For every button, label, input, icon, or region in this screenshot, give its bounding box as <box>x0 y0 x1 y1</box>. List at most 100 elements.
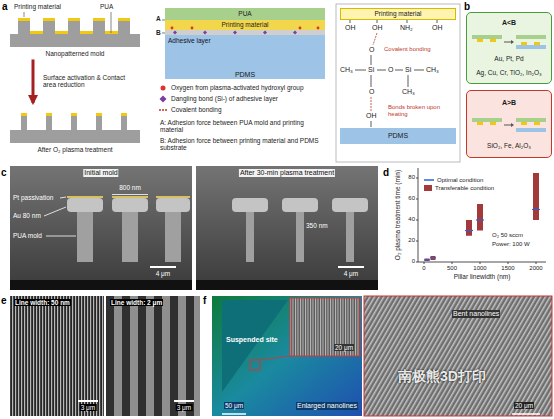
mold-drawing <box>118 18 130 21</box>
figure-label: Bonds broken upon heating <box>388 104 454 118</box>
figure-label: 50 μm <box>224 402 244 409</box>
sem-image <box>112 196 148 198</box>
figure-label: A <box>156 15 161 22</box>
sem-image <box>60 197 66 198</box>
legend-text: Covalent bonding <box>171 106 222 113</box>
treated-mold-drawing <box>46 113 52 116</box>
chart-axes <box>416 199 418 200</box>
chart-axes <box>418 262 546 263</box>
figure-label: After 30-min plasma treatment <box>239 169 335 177</box>
sem-image <box>112 198 148 212</box>
legend-text: Optimal condition <box>437 177 483 184</box>
figure-label: Enlarged nanolines <box>296 402 358 410</box>
box-heading: A>B <box>502 99 516 107</box>
arrow-label: Surface activation & Contact area reduct… <box>43 74 139 89</box>
chart-axes <box>416 168 546 264</box>
sem-image <box>10 296 200 416</box>
range-bar <box>424 173 540 261</box>
node-text: Printing material <box>375 10 422 17</box>
optical-image <box>290 298 360 356</box>
figure-label: O₂ plasma treatment time (min) <box>394 170 401 260</box>
figure-label: O <box>388 66 393 74</box>
layer-band: Printing material <box>340 8 456 20</box>
chart-axes <box>424 262 425 264</box>
transfer-schematic <box>470 34 548 49</box>
figure-label: OH <box>372 24 383 32</box>
chemistry-bonds <box>437 20 438 23</box>
figure-label: Covalent bonding <box>384 46 431 53</box>
figure-label: Printing material <box>222 21 269 28</box>
figure-label: Suspended site <box>226 336 278 344</box>
node-text: PUA <box>238 10 251 17</box>
mold-drawing <box>30 31 43 34</box>
range-bar <box>430 257 436 258</box>
layer-stack <box>162 33 165 34</box>
panel-letter: d <box>383 167 389 179</box>
sem-image <box>10 166 192 290</box>
sem-image <box>122 212 138 262</box>
figure-label: 20 <box>408 237 415 244</box>
layer-band: PDMS <box>340 128 456 144</box>
sem-image <box>67 198 103 212</box>
figure-label: 1000 <box>473 265 486 272</box>
figure-label: CH₃ <box>402 88 415 96</box>
range-bar <box>465 230 473 231</box>
sem-image <box>10 296 104 416</box>
treated-mold-drawing <box>121 113 127 116</box>
figure-label: Line width: 50 nm <box>14 299 71 306</box>
chart-axes <box>418 168 419 262</box>
mold-drawing <box>111 12 112 33</box>
figure-label: 3 μm <box>80 404 97 411</box>
figure-label: Au 80 nm <box>13 212 41 219</box>
chemistry-bonds <box>373 33 377 45</box>
transfer-schematic <box>511 123 514 127</box>
treated-mold-drawing <box>21 113 27 116</box>
figure-label: Initial mold <box>83 169 118 177</box>
mold-drawing <box>24 12 25 17</box>
transfer-schematic <box>521 42 527 45</box>
layer-band: PUA <box>165 8 325 20</box>
figure-label: Pt passivation <box>13 194 53 201</box>
optical-image <box>260 356 290 360</box>
sem-image <box>165 212 181 262</box>
transfer-schematic <box>516 128 546 132</box>
treated-mold-drawing <box>71 113 77 116</box>
mold-drawing <box>68 18 80 21</box>
layer-stack <box>317 27 320 30</box>
optical-image <box>364 296 552 416</box>
transfer-schematic <box>516 45 546 49</box>
optical-image <box>212 296 362 416</box>
panel-letter: c <box>1 167 7 179</box>
figure-label: A: Adhesion force between PUA mold and p… <box>160 119 328 134</box>
legend-text: Oxygen from plasma-activated hydroxyl gr… <box>171 84 304 91</box>
mold-drawing <box>43 18 55 21</box>
chart-axes <box>416 178 418 179</box>
figure-label: Bent nanolines <box>452 310 500 318</box>
node-text: After O₂ plasma treatment <box>5 146 145 153</box>
layer-stack <box>173 31 177 35</box>
chart-axes <box>480 262 481 264</box>
layer-stack <box>293 31 297 35</box>
figure-label: O₂ 50 sccm <box>492 232 523 239</box>
layer-stack <box>233 31 237 35</box>
legend-symbol <box>159 109 167 111</box>
sem-image <box>78 400 98 402</box>
range-bar <box>431 256 436 260</box>
chemistry-bonds <box>336 4 460 162</box>
range-bar <box>425 259 430 262</box>
chemistry-bonds <box>407 20 408 23</box>
legend-symbol <box>158 95 168 103</box>
sem-image <box>10 166 192 290</box>
chart-axes <box>416 241 418 242</box>
treated-mold-drawing <box>71 116 77 130</box>
legend-text: Dangling bond (Si-) of adhesive layer <box>171 95 278 102</box>
figure-label: 20 μm <box>514 402 534 409</box>
legend-entry: Covalent bonding <box>158 106 330 114</box>
range-bar <box>533 173 539 220</box>
mold-drawing <box>10 12 140 47</box>
layer-stack <box>165 20 325 30</box>
figure-label: 1500 <box>501 265 514 272</box>
figure-label: Pillar linewidth (nm) <box>454 273 511 280</box>
treated-mold-drawing <box>10 113 140 143</box>
